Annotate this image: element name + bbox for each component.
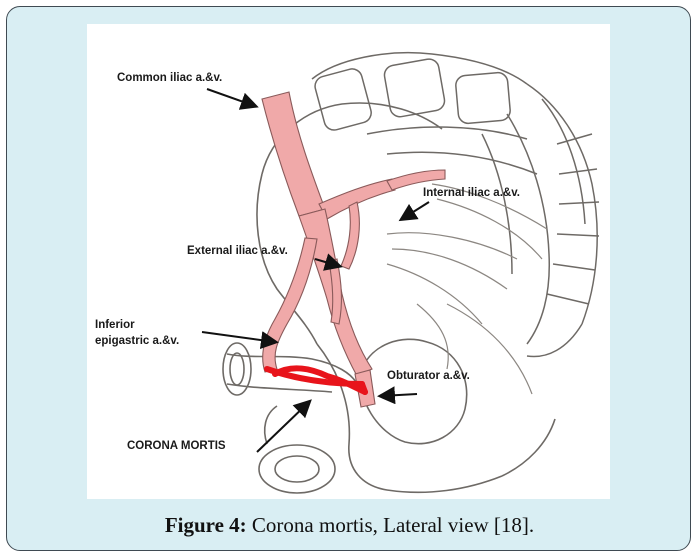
label-corona-mortis: CORONA MORTIS	[127, 440, 226, 452]
caption-text: Corona mortis, Lateral view [18].	[247, 513, 535, 537]
arrow-internal-iliac	[402, 202, 429, 219]
arrow-obturator	[381, 394, 417, 396]
label-external-iliac: External iliac a.&v.	[187, 245, 288, 257]
figure-caption: Figure 4: Corona mortis, Lateral view [1…	[7, 513, 692, 538]
label-common-iliac: Common iliac a.&v.	[117, 72, 222, 84]
label-internal-iliac: Internal iliac a.&v.	[423, 187, 520, 199]
label-inferior-epigastric-line2: epigastric a.&v.	[95, 335, 179, 347]
figure-frame: Common iliac a.&v. Internal iliac a.&v. …	[6, 6, 691, 551]
iliac-vessels	[262, 92, 445, 376]
pointer-arrows	[202, 89, 429, 452]
label-obturator: Obturator a.&v.	[387, 370, 470, 382]
hip-bone-outline	[223, 103, 555, 493]
caption-label: Figure 4:	[165, 513, 247, 537]
ligament-lines	[387, 184, 547, 394]
label-inferior-epigastric-line1: Inferior	[95, 319, 135, 331]
arrow-inferior-epigastric	[202, 332, 275, 342]
anatomy-illustration: Common iliac a.&v. Internal iliac a.&v. …	[87, 24, 610, 499]
arrow-common-iliac	[207, 89, 255, 106]
